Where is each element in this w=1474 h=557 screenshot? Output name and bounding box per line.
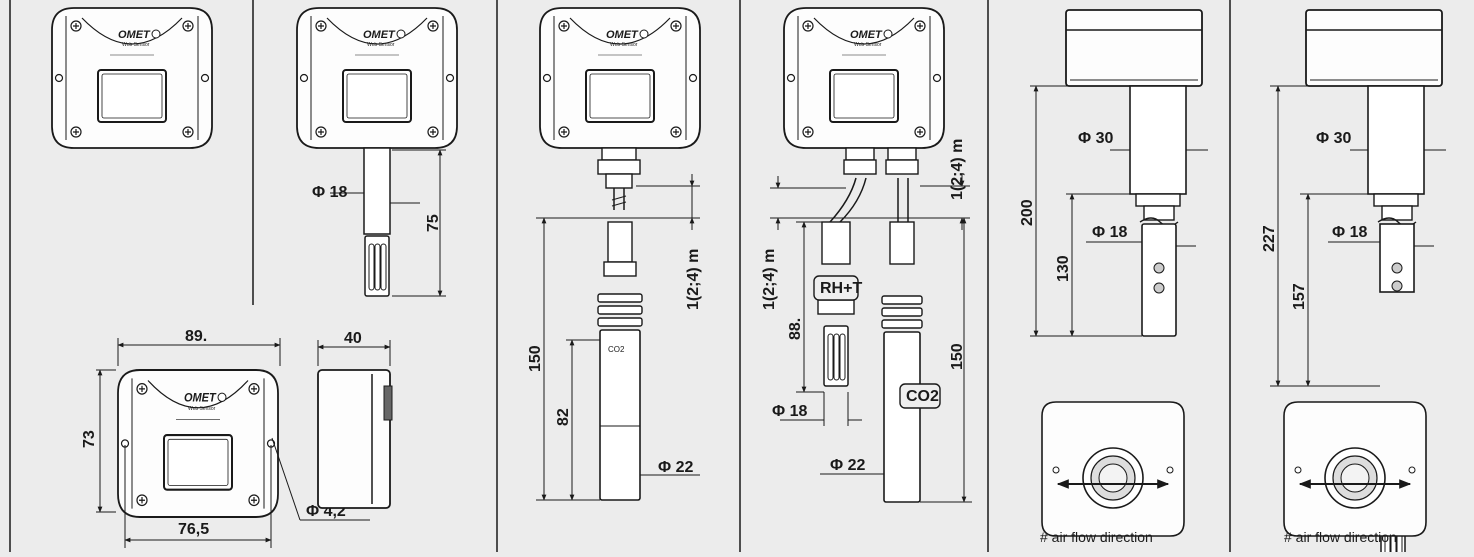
total-length-label: 227: [1261, 225, 1278, 252]
short-probe: [330, 147, 446, 297]
airflow-direction-label: # air flow direction: [1284, 529, 1397, 545]
brand-logo: OMET: [118, 29, 151, 41]
brand-logo: OMET: [184, 392, 217, 404]
probe-diameter-label: Φ 18: [312, 184, 347, 201]
housing-front-dimensioned: OMET Web Sensor: [118, 370, 278, 517]
rh-probe-tag: RH+T: [820, 280, 862, 297]
brand-logo: OMET: [606, 29, 639, 41]
airflow-unit: [1042, 402, 1184, 536]
total-length-label: 150: [527, 345, 544, 372]
total-length-label: 200: [1019, 199, 1036, 226]
co2-probe-diameter-label: Φ 22: [830, 457, 865, 474]
housing-dimension-lines: [96, 338, 370, 548]
housing-depth-label: 40: [344, 330, 362, 347]
co2-probe-marking: CO2: [608, 345, 625, 354]
housing-width-label: 89.: [185, 328, 207, 345]
duct-mount-227: [1270, 9, 1446, 557]
probe-diameter-label: Φ 18: [1092, 224, 1127, 241]
housing-with-probe: OMET Web Sensor: [297, 8, 457, 148]
brand-logo: OMET: [363, 29, 396, 41]
cable-left-label: 1(2;4) m: [761, 249, 778, 310]
brand-logo-sub: Web Sensor: [854, 42, 882, 48]
housing-side-view: [317, 340, 393, 509]
total-length-label: 150: [949, 343, 966, 370]
panel-separators: [9, 0, 1231, 552]
probe-length-label: 75: [425, 214, 442, 232]
brand-logo-sub: Web Sensor: [188, 406, 216, 412]
airflow-unit: [1284, 402, 1426, 536]
probe-length-label: 157: [1291, 283, 1308, 310]
brand-logo-sub: Web Sensor: [610, 42, 638, 48]
brand-logo-sub: Web Sensor: [367, 42, 395, 48]
duct-mount-200: [1030, 9, 1208, 337]
probe-diameter-label: Φ 22: [658, 459, 693, 476]
brand-logo-sub: Web Sensor: [122, 42, 150, 48]
probe-diameter-label: Φ 18: [1332, 224, 1367, 241]
probe-length-label: 82: [555, 408, 572, 426]
rh-probe-length-label: 88.: [787, 318, 804, 340]
housing-cable-probe: OMET Web Sensor: [540, 8, 700, 148]
housing-diameter-label: Φ 30: [1316, 130, 1351, 147]
housing-front-top-left: OMET Web Sensor: [52, 8, 212, 148]
airflow-direction-label: # air flow direction: [1040, 529, 1153, 545]
hole-spacing-label: 76,5: [178, 521, 209, 538]
cable-length-label: 1(2;4) m: [685, 249, 702, 310]
housing-height-label: 73: [81, 430, 98, 448]
cable-right-label: 1(2;4) m: [949, 139, 966, 200]
housing-dual-probe: OMET Web Sensor: [784, 8, 944, 148]
rh-probe-diameter-label: Φ 18: [772, 403, 807, 420]
housing-diameter-label: Φ 30: [1078, 130, 1113, 147]
probe-length-label: 130: [1055, 255, 1072, 282]
dual-probe-assembly: [770, 147, 972, 503]
brand-logo: OMET: [850, 29, 883, 41]
cable-probe-assembly: CO2: [536, 147, 700, 501]
co2-probe-tag: CO2: [906, 388, 939, 405]
